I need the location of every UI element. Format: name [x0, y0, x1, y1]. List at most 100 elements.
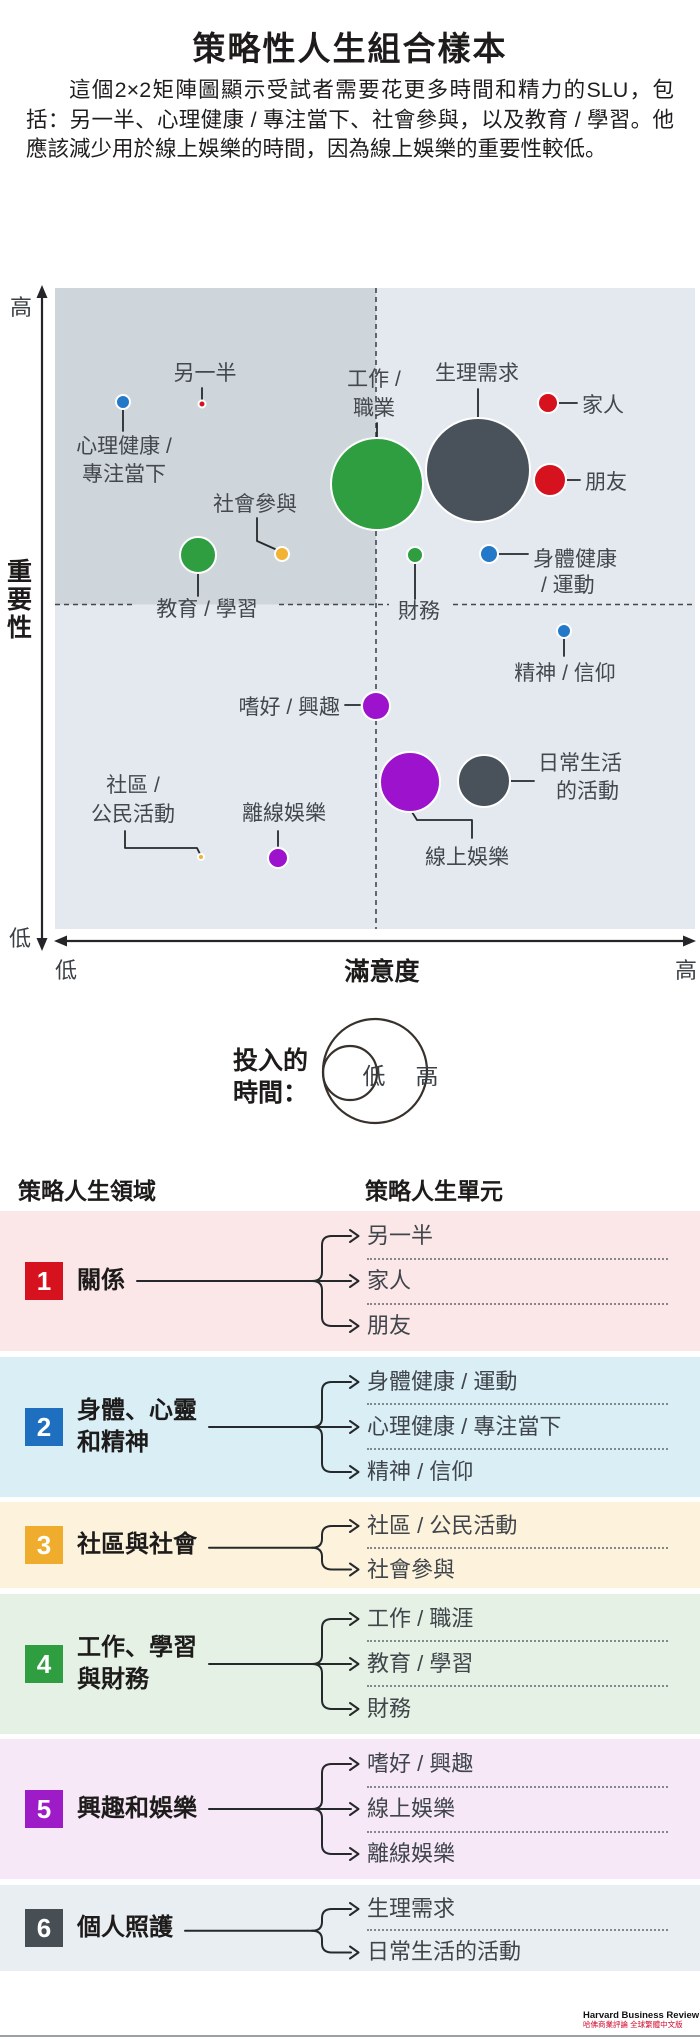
table-left-header: 策略人生領域: [18, 1178, 156, 1204]
row-connector: [208, 1374, 360, 1479]
row-number-badge: 1: [25, 1262, 63, 1300]
connector-arrowhead: [349, 1464, 360, 1479]
bottom-divider: [0, 2035, 700, 2037]
row-item: 日常生活的活動: [367, 1939, 522, 1964]
connector-arrowhead: [349, 1701, 360, 1716]
item-separator: [367, 1546, 668, 1549]
bubble-finances: [406, 546, 424, 564]
bubble-label-offline-entertainment-line1: 離線娛樂: [242, 802, 326, 825]
row-connector: [136, 1229, 360, 1333]
connector-arrowhead: [349, 1656, 360, 1671]
row-item: 線上娛樂: [367, 1796, 456, 1821]
bubble-label-finances-line1: 財務: [398, 600, 440, 623]
bubble-social-engagement: [274, 546, 290, 562]
connector-branch: [311, 1425, 352, 1473]
bubble-label-community-line2: 公民活動: [91, 803, 175, 826]
connector-arrowhead: [349, 1945, 360, 1959]
bubble-community: [197, 853, 205, 861]
row-item: 生理需求: [367, 1895, 456, 1921]
connector-branch: [311, 1929, 352, 1953]
row-item: 嗜好 / 興趣: [367, 1751, 474, 1776]
bubble-label-partner-line1: 另一半: [174, 362, 237, 385]
legend-high-label: 高: [416, 1063, 439, 1089]
connector-branch: [311, 1907, 352, 1932]
y-axis-arrow-down: [36, 938, 48, 951]
bubble-label-physiological-needs-line1: 生理需求: [435, 362, 519, 385]
x-axis-arrow-left: [54, 935, 67, 947]
row-item: 心理健康 / 專注當下: [367, 1413, 562, 1439]
row-item: 另一半: [367, 1223, 434, 1248]
footer-brand: Harvard Business Review 哈佛商業評論 全球繁體中文版: [579, 2010, 700, 2029]
bubbles-layer: [115, 392, 572, 869]
connector-branch: [311, 1235, 352, 1282]
row-number-badge: 2: [25, 1407, 63, 1446]
y-axis-low-label: 低: [9, 926, 31, 951]
connector-branch: [311, 1546, 352, 1571]
row-item: 財務: [367, 1695, 412, 1721]
connector-arrowhead: [349, 1847, 360, 1861]
bubble-physiological-needs: [425, 417, 531, 523]
row-connector: [208, 1611, 360, 1716]
row-label: 個人照護: [77, 1913, 173, 1941]
row-label: 身體、心靈和精神: [77, 1396, 197, 1456]
bubble-label-physical-health-line2: / 運動: [541, 574, 595, 597]
row-connector: [208, 1519, 360, 1577]
connector-branch: [311, 1617, 352, 1665]
row-label: 關係: [77, 1267, 125, 1294]
bubble-online-entertainment: [379, 751, 441, 813]
row-item: 離線娛樂: [367, 1841, 456, 1866]
bubble-offline-entertainment: [267, 847, 289, 869]
row-item: 工作 / 職涯: [367, 1605, 474, 1631]
leader-line-community: [124, 830, 201, 855]
connector-branch: [311, 1280, 352, 1327]
item-separator: [367, 1448, 668, 1450]
legend-title-line-1: 投入的: [233, 1047, 309, 1075]
x-axis-arrow-right: [683, 935, 696, 947]
connector-arrowhead: [349, 1519, 360, 1533]
row-number-badge: 5: [25, 1790, 63, 1828]
bubble-label-work-line1: 工作 /: [347, 368, 401, 391]
x-axis-title: 滿意度: [344, 957, 419, 986]
bubble-label-social-engagement-line1: 社會參與: [213, 493, 297, 516]
item-separator: [367, 1640, 668, 1642]
bubble-work: [330, 437, 424, 531]
connector-branch: [311, 1808, 352, 1855]
bubble-label-work-line2: 職業: [353, 397, 395, 420]
connector-arrowhead: [349, 1319, 360, 1333]
connector-branch: [311, 1763, 352, 1810]
bubble-family: [537, 392, 559, 414]
bubble-label-hobbies-line1: 嗜好 / 興趣: [238, 696, 340, 719]
row-item: 精神 / 信仰: [367, 1458, 474, 1484]
item-separator: [367, 1257, 668, 1260]
bubble-hobbies: [361, 691, 391, 721]
row-item: 社會參與: [367, 1556, 456, 1582]
bubble-label-education-line1: 教育 / 學習: [156, 598, 258, 621]
row-item: 社區 / 公民活動: [367, 1513, 518, 1538]
connector-branch: [311, 1525, 352, 1549]
table-right-header: 策略人生單元: [365, 1178, 503, 1204]
connector-arrowhead: [349, 1901, 360, 1916]
bubble-label-spirituality-line1: 精神 / 信仰: [514, 662, 616, 685]
row-label: 工作、學習與財務: [77, 1633, 197, 1693]
connector-arrowhead: [349, 1274, 360, 1288]
bubble-education: [179, 536, 217, 574]
bubble-label-daily-activities-line1: 日常生活: [538, 752, 622, 775]
bubble-label-friends-line1: 朋友: [585, 471, 627, 494]
x-axis-high-label: 高: [675, 958, 697, 983]
row-number-badge: 4: [25, 1644, 63, 1683]
connector-arrowhead: [349, 1229, 360, 1243]
connector-arrowhead: [349, 1802, 360, 1816]
connector-arrowhead: [349, 1611, 360, 1626]
bubble-label-community-line1: 社區 /: [106, 774, 160, 797]
brand-name-en: Harvard Business Review: [583, 2010, 700, 2021]
y-axis-high-label: 高: [10, 295, 32, 320]
y-axis-title: 重要性: [6, 558, 32, 642]
row-item: 朋友: [367, 1313, 412, 1338]
